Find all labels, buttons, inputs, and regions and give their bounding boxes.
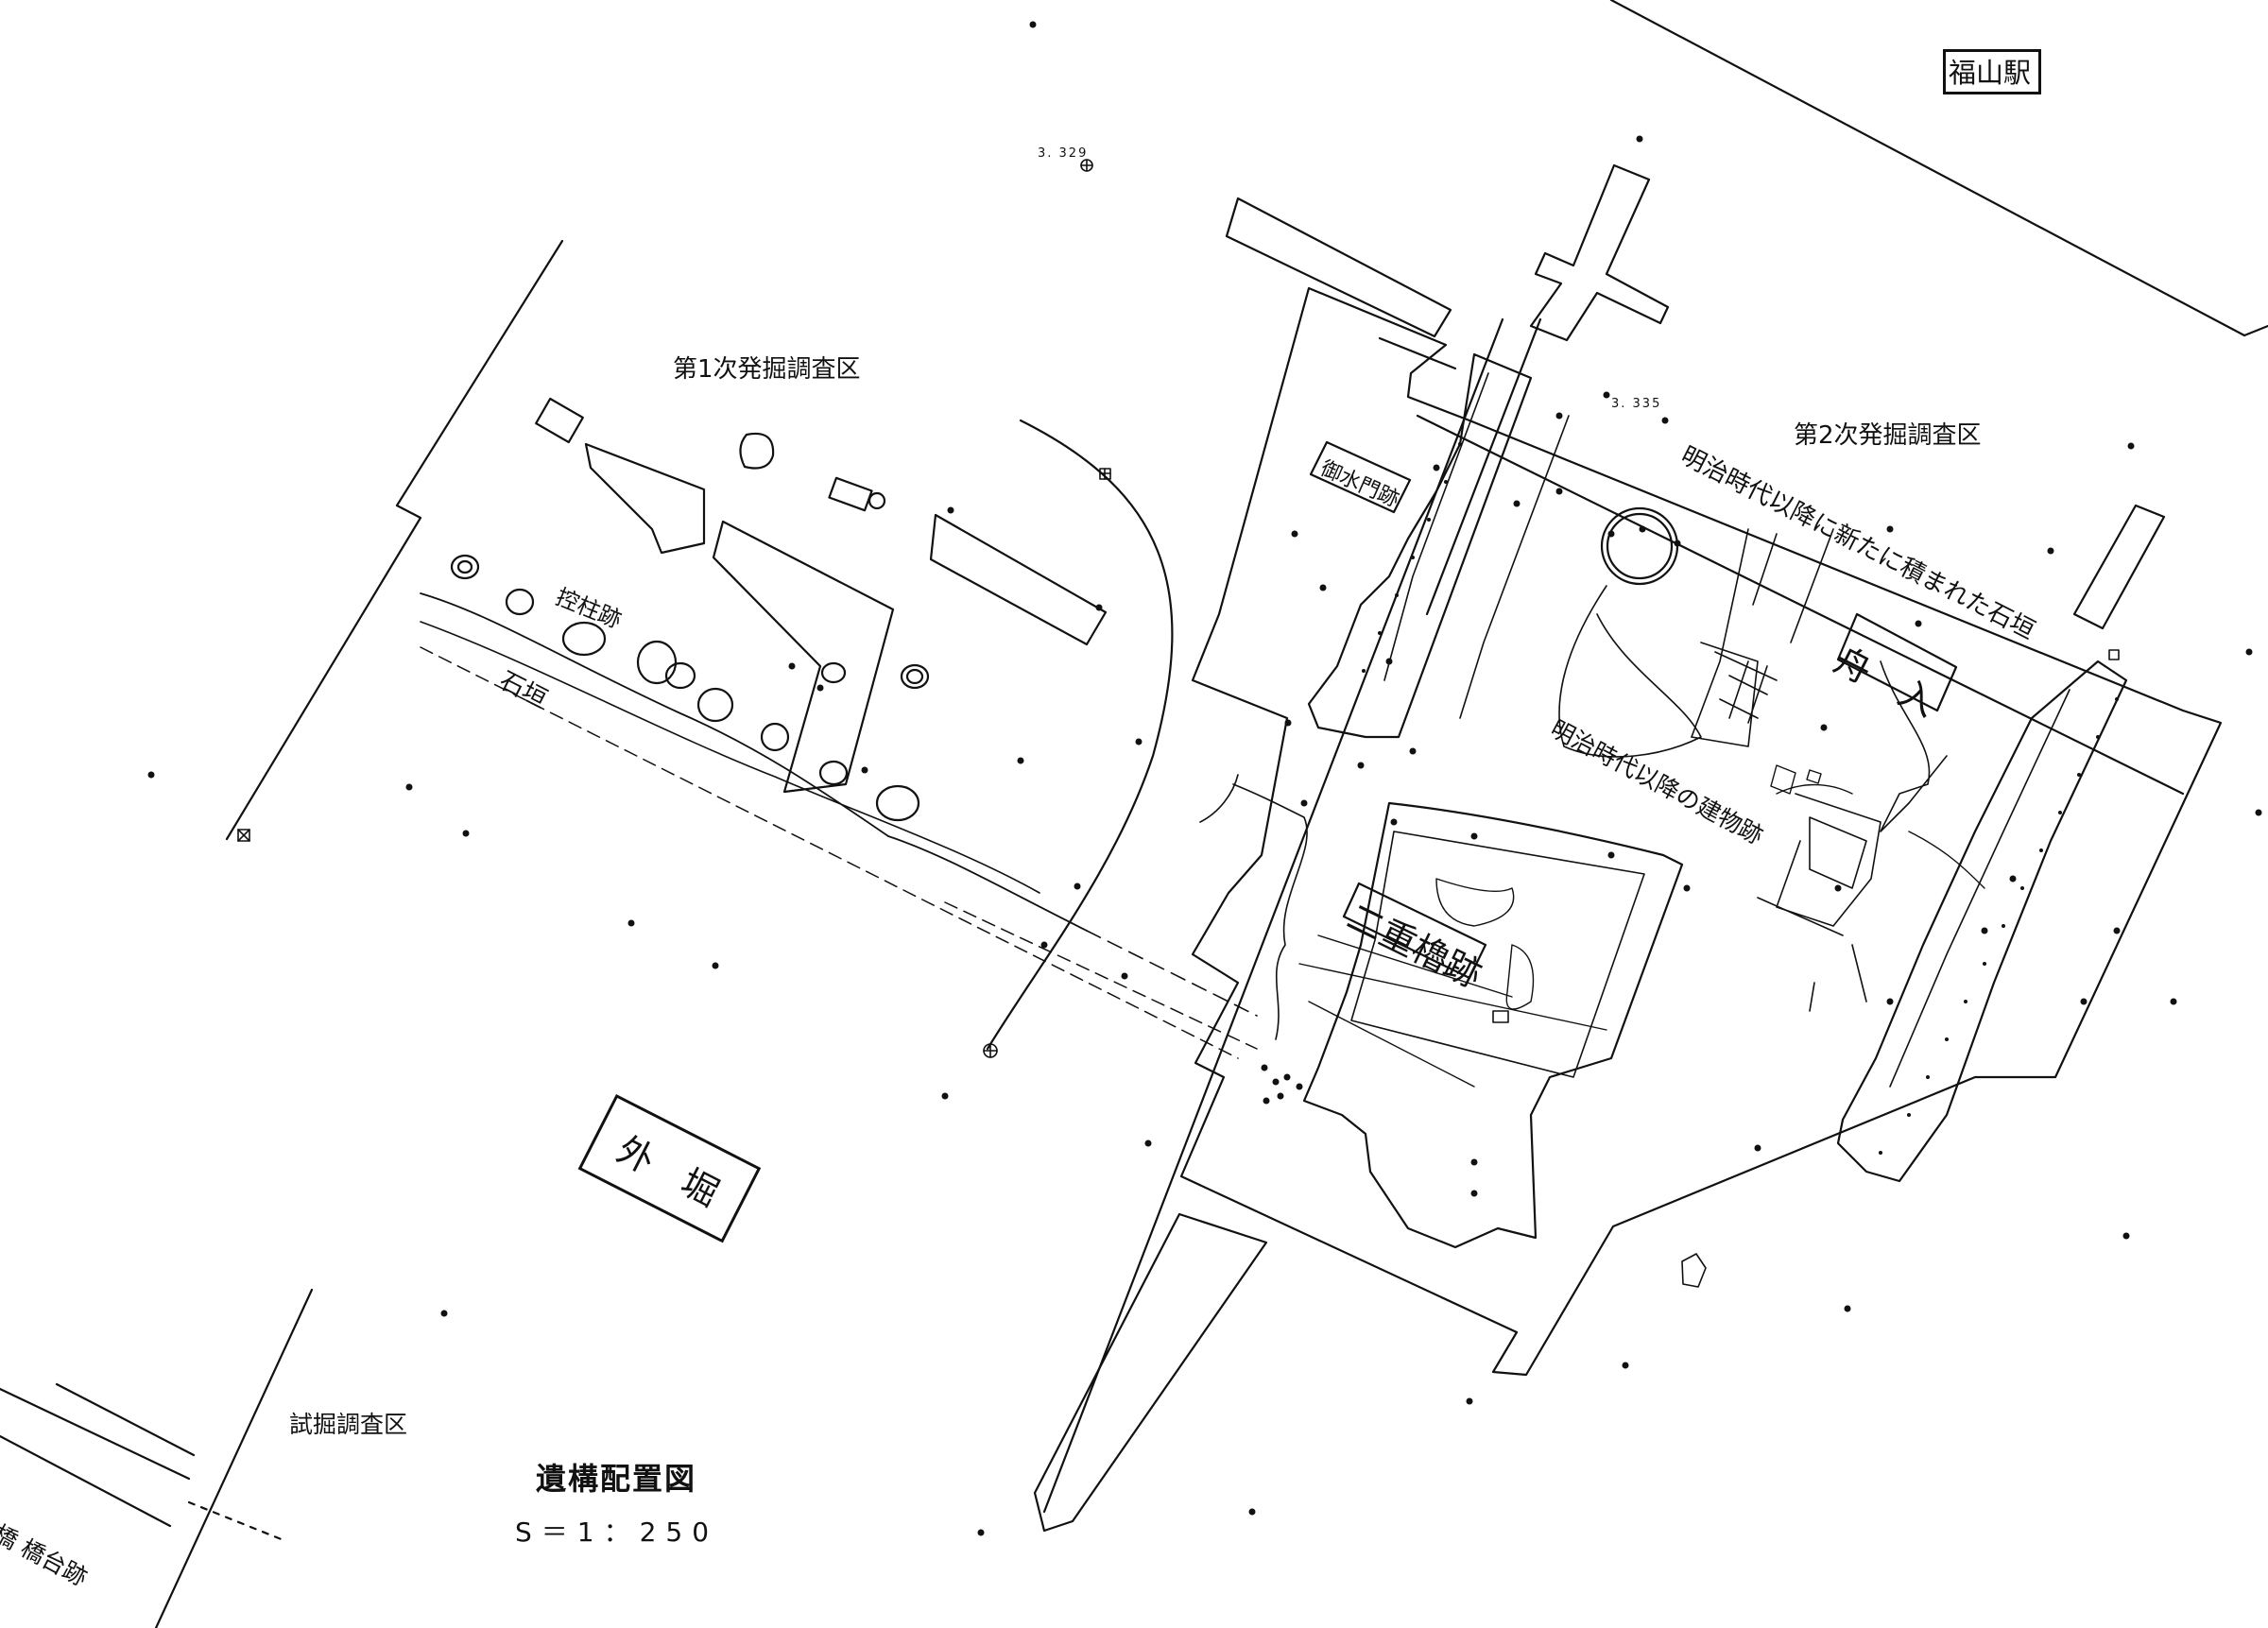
excavation-trench: [584, 442, 706, 555]
funairi-well: [1600, 506, 1679, 586]
meiji-stone-wall: [1889, 689, 2070, 1088]
long-trench-axis: [1425, 317, 1542, 616]
stone-wall-outline: [420, 592, 1088, 932]
trial-area-boundary: [0, 1434, 172, 1528]
meiji-building-outline: [1757, 897, 1867, 1012]
water-gate-wall: [1459, 415, 1570, 719]
meiji-building-outline: [1770, 764, 1822, 795]
excavation-trench: [712, 520, 895, 794]
funairi-structure: [1776, 783, 1985, 889]
trial-area-label: 試掘調査区: [289, 1411, 408, 1438]
pillar-pit: [820, 661, 847, 684]
pillar-pit: [760, 722, 790, 752]
trench-rect: [1529, 163, 1670, 342]
survey-marker: [237, 159, 2120, 1288]
well-feature: [828, 476, 873, 512]
elevation-label: 3. 329: [1038, 146, 1089, 161]
survey-dashed-line: [420, 646, 1258, 1059]
nijuu-yagura-inner: [1350, 831, 1645, 1078]
page-title: 遺構配置図: [536, 1461, 697, 1497]
railway-line: [1609, 0, 2246, 337]
long-trench-axis: [1042, 317, 1504, 1514]
stone-texture: [1362, 442, 2119, 1155]
water-gate-label-box: [1309, 440, 1412, 514]
nijuu-yagura-inner: [1298, 934, 1607, 1088]
shoreline-edge: [1232, 783, 1308, 1040]
excavation-trench: [929, 513, 1108, 646]
station-label: 福山駅: [1949, 57, 2032, 89]
trial-area-boundary: [0, 1387, 191, 1481]
water-gate-wall: [1307, 352, 1533, 739]
survey-area-2-label: 第2次発掘調査区: [1794, 421, 1982, 450]
survey-area-2-divider: [1416, 414, 2185, 796]
moat-edge-curve: [986, 419, 1174, 1051]
pillar-pit: [818, 760, 849, 786]
nijuu-yagura-label-box: [1342, 882, 1487, 980]
pillar-pit: [505, 588, 535, 616]
trench-rect: [2072, 504, 2166, 630]
well-feature: [868, 491, 886, 510]
trial-area-boundary: [154, 1288, 314, 1628]
nijuu-yagura-inner: [1435, 878, 1515, 927]
meiji-building-outline: [1691, 642, 1778, 747]
pit-feature: [456, 559, 473, 574]
trial-area-boundary: [55, 1382, 196, 1457]
survey-area-2-boundary: [1179, 286, 2223, 1377]
survey-area-1-boundary: [225, 239, 564, 841]
meiji-stone-wall: [1836, 660, 2128, 1183]
trial-area-boundary: [187, 1500, 285, 1542]
pillar-pit: [664, 661, 696, 690]
pillar-pit: [875, 784, 920, 822]
nijuu-yagura-inner: [1505, 944, 1535, 1010]
stone-wall-dashed-line: [1086, 930, 1258, 1017]
water-gate-cross: [1378, 336, 1457, 370]
pillar-pit: [696, 687, 734, 723]
pit-feature: [900, 663, 930, 690]
pit-feature: [450, 554, 480, 580]
excavation-trench: [535, 397, 584, 444]
pillar-pit: [561, 621, 607, 657]
stone-wall-outline: [420, 621, 1040, 894]
trench-rect: [1225, 197, 1452, 338]
funairi-label-box: [1836, 612, 1958, 712]
long-trench: [1033, 1212, 1268, 1533]
scale-label: S＝1：250: [515, 1517, 719, 1548]
survey-points: [147, 21, 2262, 1536]
elevation-label: 3. 335: [1611, 397, 1662, 411]
funairi-structure: [1691, 528, 1834, 738]
nijuu-yagura-foundation: [1302, 801, 1684, 1249]
pillar-pit: [636, 640, 678, 685]
station-label-frame: [1943, 49, 2041, 94]
pit-feature: [905, 668, 924, 685]
shoreline-edge: [1199, 774, 1239, 823]
meiji-building-outline: [1776, 793, 1881, 927]
survey-area-1-label: 第1次発掘調査区: [673, 355, 861, 384]
railway-line: [2242, 324, 2268, 337]
funairi-well: [1606, 512, 1674, 580]
funairi-structure: [1558, 585, 1702, 758]
excavation-trench: [739, 432, 775, 470]
water-gate-wall: [1383, 372, 1489, 681]
